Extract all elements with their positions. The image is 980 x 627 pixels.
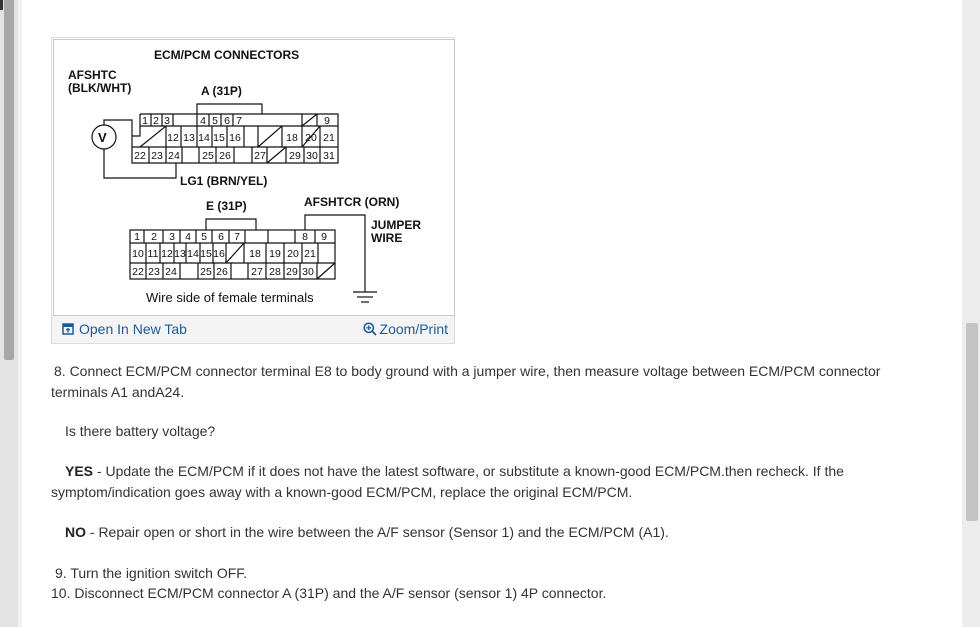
svg-text:18: 18 (249, 248, 261, 260)
lg1-wire-label: LG1 (BRN/YEL) (180, 174, 267, 188)
svg-text:29: 29 (289, 150, 301, 162)
jumper-wire-label: WIRE (371, 231, 402, 245)
svg-text:3: 3 (164, 115, 170, 127)
diagram-figure: ECM/PCM CONNECTORS AFSHTC (BLK/WHT) A (3… (51, 37, 455, 344)
svg-text:26: 26 (216, 266, 228, 278)
svg-text:13: 13 (174, 248, 186, 260)
svg-text:8: 8 (302, 231, 308, 243)
svg-text:22: 22 (132, 266, 144, 278)
svg-text:3: 3 (169, 231, 175, 243)
svg-text:7: 7 (236, 115, 242, 127)
connector-a-label: A (31P) (201, 84, 242, 98)
left-scrollbar[interactable] (0, 0, 18, 627)
svg-text:21: 21 (323, 132, 335, 144)
article-content: ECM/PCM CONNECTORS AFSHTC (BLK/WHT) A (3… (22, 0, 962, 627)
svg-text:27: 27 (254, 150, 266, 162)
svg-text:21: 21 (304, 248, 316, 260)
step-8: 8. Connect ECM/PCM connector terminal E8… (51, 363, 881, 400)
svg-text:5: 5 (201, 231, 207, 243)
svg-text:27: 27 (251, 266, 263, 278)
svg-text:2: 2 (151, 231, 157, 243)
svg-text:9: 9 (324, 115, 330, 127)
svg-text:15: 15 (200, 248, 212, 260)
svg-text:6: 6 (224, 115, 230, 127)
svg-text:24: 24 (165, 266, 177, 278)
afshtcr-wire-label: AFSHTCR (ORN) (304, 195, 399, 209)
zoom-in-icon (362, 322, 377, 336)
svg-text:26: 26 (219, 150, 231, 162)
afshtc-label: AFSHTC (68, 68, 117, 82)
no-text: - Repair open or short in the wire betwe… (86, 524, 669, 540)
open-in-new-tab-label: Open In New Tab (79, 321, 187, 337)
svg-text:1: 1 (134, 231, 140, 243)
svg-text:23: 23 (148, 266, 160, 278)
figure-links-bar: Open In New Tab Zoom/Print (52, 316, 454, 343)
svg-text:30: 30 (306, 150, 318, 162)
svg-text:16: 16 (229, 132, 241, 144)
yes-label: YES (65, 463, 94, 479)
svg-text:9: 9 (321, 231, 327, 243)
svg-text:10: 10 (132, 248, 144, 260)
svg-text:12: 12 (167, 132, 179, 144)
svg-text:5: 5 (212, 115, 218, 127)
svg-text:1: 1 (142, 115, 148, 127)
svg-text:20: 20 (305, 132, 317, 144)
svg-text:4: 4 (200, 115, 206, 127)
svg-text:6: 6 (218, 231, 224, 243)
right-scrollbar-thumb[interactable] (966, 323, 978, 521)
svg-text:29: 29 (286, 266, 298, 278)
step-9: 9. Turn the ignition switch OFF. (55, 565, 248, 581)
svg-text:2: 2 (153, 115, 159, 127)
svg-text:20: 20 (287, 248, 299, 260)
afshtc-wire-label: (BLK/WHT) (68, 81, 131, 95)
yes-text: - Update the ECM/PCM if it does not have… (51, 463, 844, 500)
yes-answer: YES - Update the ECM/PCM if it does not … (51, 461, 931, 502)
step-10: 10. Disconnect ECM/PCM connector A (31P)… (51, 585, 607, 601)
svg-text:28: 28 (269, 266, 281, 278)
svg-text:25: 25 (200, 266, 212, 278)
svg-text:31: 31 (323, 150, 335, 162)
open-in-new-tab-link[interactable]: Open In New Tab (62, 321, 187, 337)
svg-text:4: 4 (185, 231, 191, 243)
svg-text:12: 12 (161, 248, 173, 260)
ecm-pcm-connector-diagram: ECM/PCM CONNECTORS AFSHTC (BLK/WHT) A (3… (68, 48, 421, 305)
svg-text:19: 19 (269, 248, 281, 260)
svg-text:23: 23 (151, 150, 163, 162)
svg-text:15: 15 (213, 132, 225, 144)
jumper-label: JUMPER (371, 218, 421, 232)
svg-text:14: 14 (198, 132, 210, 144)
svg-text:13: 13 (183, 132, 195, 144)
scrollbar-corner (0, 0, 3, 10)
left-scrollbar-thumb[interactable] (4, 0, 14, 360)
connector-a-pins: 1 2 3 4 5 6 7 9 12 13 14 15 16 18 20 21 (134, 115, 335, 162)
svg-text:18: 18 (286, 132, 298, 144)
diagram-title: ECM/PCM CONNECTORS (154, 48, 299, 62)
svg-text:25: 25 (202, 150, 214, 162)
zoom-print-label: Zoom/Print (379, 321, 448, 337)
open-tab-icon (62, 323, 74, 335)
svg-text:22: 22 (134, 150, 146, 162)
voltmeter-icon: V (98, 130, 107, 145)
svg-text:7: 7 (234, 231, 240, 243)
svg-text:16: 16 (213, 248, 225, 260)
no-label: NO (65, 524, 86, 540)
svg-text:14: 14 (187, 248, 199, 260)
diagram-image: ECM/PCM CONNECTORS AFSHTC (BLK/WHT) A (3… (53, 39, 455, 316)
wire-side-caption: Wire side of female terminals (146, 290, 314, 305)
svg-text:24: 24 (168, 150, 180, 162)
no-answer: NO - Repair open or short in the wire be… (65, 522, 945, 543)
connector-e-pins: 1 2 3 4 5 6 7 8 9 10 11 12 13 14 15 16 1 (132, 231, 327, 278)
svg-text:11: 11 (148, 248, 159, 260)
right-scrollbar[interactable] (962, 0, 980, 627)
svg-text:30: 30 (302, 266, 314, 278)
question-text: Is there battery voltage? (65, 423, 216, 439)
zoom-print-link[interactable]: Zoom/Print (362, 321, 448, 337)
connector-e-label: E (31P) (206, 199, 247, 213)
